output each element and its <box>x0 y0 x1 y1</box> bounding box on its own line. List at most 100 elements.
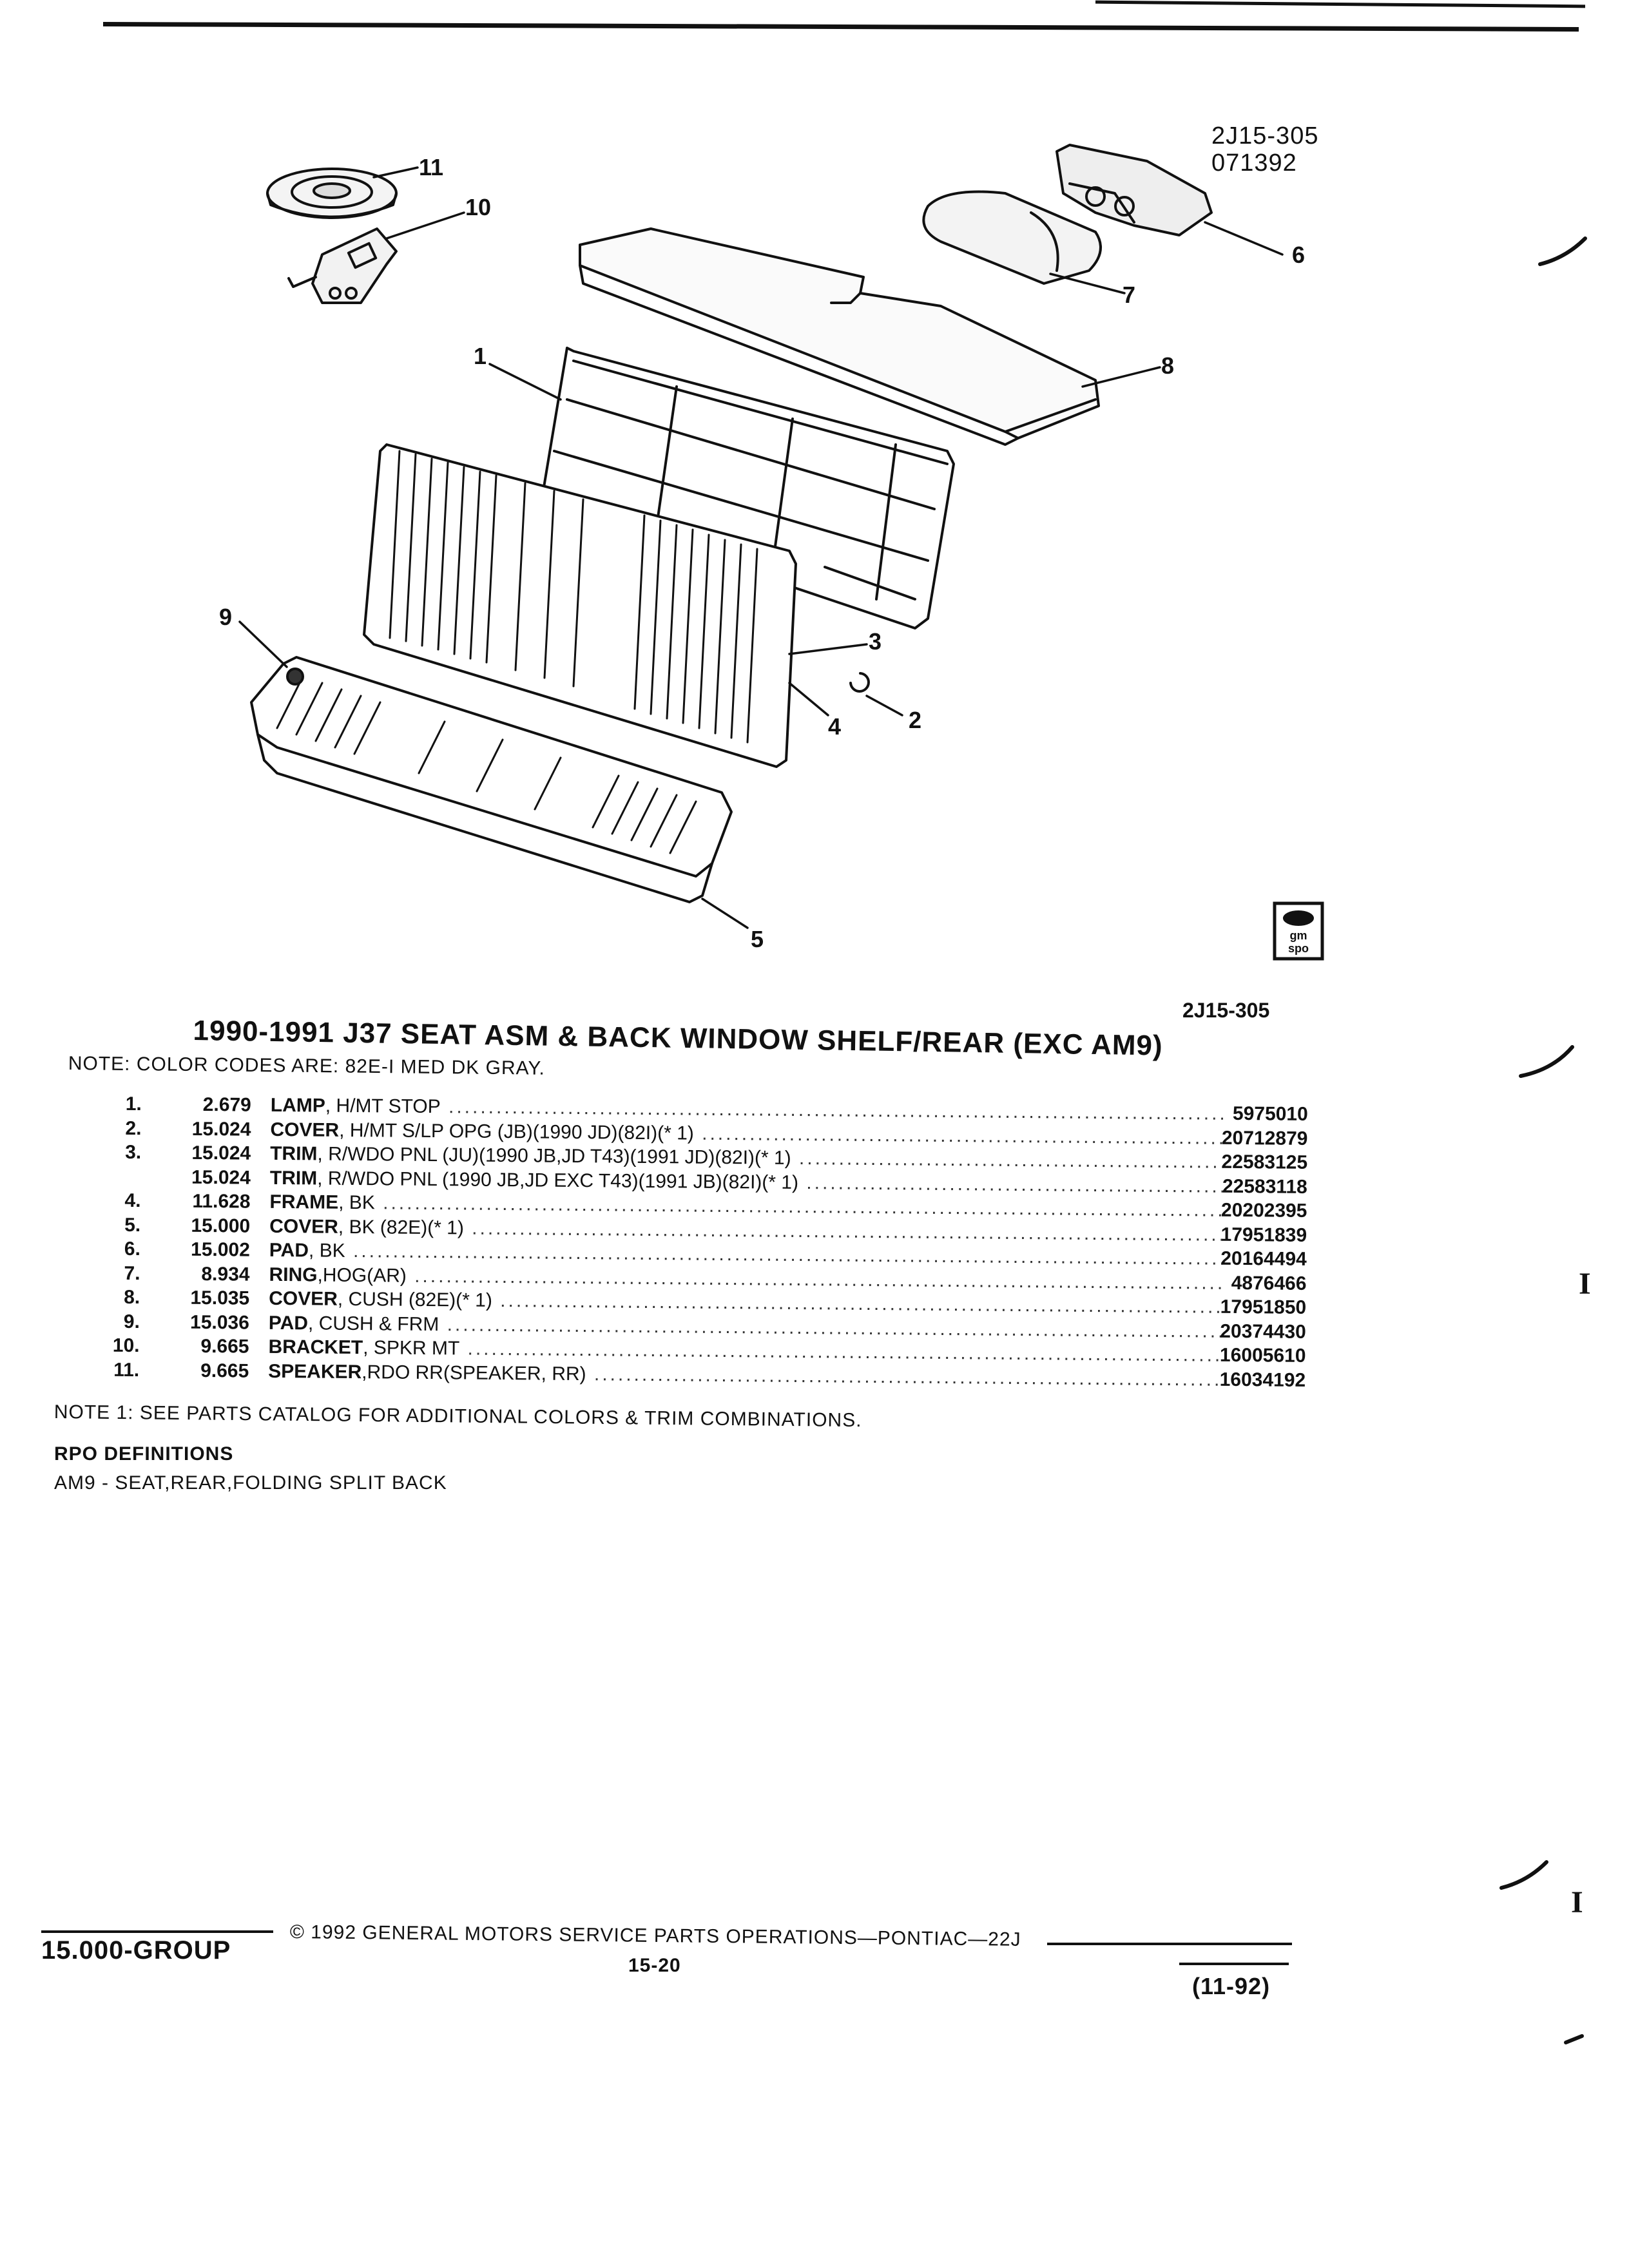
part-group-code: 15.036 <box>189 1311 250 1334</box>
part-item-number: 4. <box>124 1189 141 1212</box>
part-group-code: 11.628 <box>192 1190 251 1213</box>
rpo-item: AM9 - SEAT,REAR,FOLDING SPLIT BACK <box>54 1472 447 1494</box>
leader-dots: ........................................… <box>806 1171 1224 1198</box>
parts-list: 1. 2.679 LAMP, H/MT STOP .................… <box>55 1091 1334 1392</box>
part-detail: , H/MT S/LP OPG (JB)(1990 JD)(82I)(* 1) <box>339 1119 695 1144</box>
leader-dots: ........................................… <box>798 1148 1224 1175</box>
callout-3: 3 <box>869 628 882 655</box>
part-detail: , SPKR MT <box>363 1337 460 1360</box>
gm-spo-logo: gm spo <box>1273 901 1324 961</box>
part-group-code: 15.024 <box>191 1118 251 1140</box>
part-detail: , BK <box>308 1240 345 1262</box>
footer-copyright: © 1992 GENERAL MOTORS SERVICE PARTS OPER… <box>289 1921 1021 1950</box>
rpo-heading: RPO DEFINITIONS <box>54 1443 234 1465</box>
part-detail: , H/MT STOP <box>325 1095 441 1118</box>
part-number: 20374430 <box>1220 1320 1306 1343</box>
callout-5: 5 <box>751 926 764 952</box>
note-1: NOTE 1: SEE PARTS CATALOG FOR ADDITIONAL… <box>53 1401 862 1432</box>
svg-text:gm: gm <box>1290 929 1307 942</box>
callout-11: 11 <box>419 154 443 180</box>
seat-exploded-diagram: 11 10 6 7 8 1 3 4 2 9 5 gm spo <box>219 144 1324 961</box>
part-item-number: 3. <box>125 1141 142 1164</box>
speaker-part <box>266 168 398 219</box>
leader-dots: ........................................… <box>593 1363 1222 1392</box>
callout-4: 4 <box>828 713 841 740</box>
part-name: RING <box>269 1264 318 1286</box>
part-item-number: 7. <box>124 1262 140 1284</box>
callout-9: 9 <box>219 604 232 630</box>
part-item-number: 5. <box>124 1214 141 1236</box>
part-detail: , CUSH (82E)(* 1) <box>337 1288 493 1311</box>
seat-back-part <box>363 443 797 768</box>
svg-text:spo: spo <box>1288 942 1309 955</box>
part-number: 20712879 <box>1221 1127 1308 1149</box>
part-group-code: 15.024 <box>191 1142 251 1164</box>
callout-7: 7 <box>1123 282 1135 308</box>
part-group-code: 2.679 <box>202 1093 251 1116</box>
part-number: 16034192 <box>1219 1369 1306 1391</box>
part-number: 16005610 <box>1219 1344 1306 1367</box>
part-detail: , CUSH & FRM <box>307 1312 439 1335</box>
part-name: SPEAKER <box>268 1360 362 1383</box>
footer-date: (11-92) <box>1192 1973 1271 1999</box>
part-group-code: 9.665 <box>200 1335 249 1358</box>
part-item-number: 11. <box>113 1359 140 1381</box>
part-name: TRIM <box>269 1167 318 1189</box>
part-number: 5975010 <box>1232 1102 1308 1125</box>
part-number: 22583118 <box>1222 1175 1307 1198</box>
part-name: LAMP <box>270 1094 325 1117</box>
margin-mark-1: I <box>1579 1267 1591 1301</box>
part-group-code: 15.035 <box>190 1287 250 1309</box>
part-detail: , BK <box>338 1191 376 1214</box>
diagram-code: 2J15-305 <box>1211 122 1319 149</box>
part-detail: , BK (82E)(* 1) <box>338 1216 465 1239</box>
cushion-pad-part <box>922 190 1102 285</box>
part-name: PAD <box>269 1239 309 1262</box>
part-number: 17951839 <box>1220 1224 1307 1246</box>
callout-6: 6 <box>1292 242 1305 268</box>
part-number: 20202395 <box>1220 1199 1307 1222</box>
part-name: COVER <box>270 1119 340 1141</box>
color-note: NOTE: COLOR CODES ARE: 82E-I MED DK GRAY… <box>68 1053 546 1079</box>
footer-rule-date <box>1179 1963 1289 1965</box>
part-detail: ,RDO RR(SPEAKER, RR) <box>361 1361 586 1385</box>
callout-8: 8 <box>1161 352 1174 379</box>
margin-mark-2: I <box>1571 1885 1583 1919</box>
part-item-number: 1. <box>125 1093 142 1115</box>
part-group-code: 15.024 <box>191 1166 251 1189</box>
part-item-number: 10. <box>112 1334 140 1357</box>
part-name: FRAME <box>269 1191 339 1213</box>
footer-rule-right <box>1047 1943 1292 1945</box>
callout-1: 1 <box>474 343 487 369</box>
hog-ring-part <box>849 672 870 693</box>
part-name: BRACKET <box>268 1336 363 1359</box>
part-item-number: 2. <box>125 1117 142 1139</box>
part-number: 22583125 <box>1221 1151 1308 1173</box>
part-number: 20164494 <box>1220 1247 1307 1270</box>
part-detail: , R/WDO PNL (JU)(1990 JB,JD T43)(1991 JD… <box>317 1143 791 1169</box>
footer-page: 15-20 <box>628 1955 681 1976</box>
part-item-number: 9. <box>123 1311 140 1332</box>
part-name: COVER <box>269 1287 338 1310</box>
part-item-number: 6. <box>124 1238 141 1260</box>
part-name: COVER <box>269 1215 339 1238</box>
callout-2: 2 <box>909 707 921 733</box>
part-item-number: 8. <box>124 1286 140 1309</box>
window-shelf-part <box>579 227 1100 446</box>
part-name: PAD <box>268 1312 309 1334</box>
footer-rule-left <box>41 1930 273 1933</box>
seat-cushion-part <box>250 656 733 903</box>
part-group-code: 15.000 <box>191 1215 251 1237</box>
date-code: 071392 <box>1211 149 1297 177</box>
part-group-code: 15.002 <box>190 1238 251 1261</box>
part-number: 4876466 <box>1231 1272 1307 1294</box>
speaker-bracket-part <box>287 227 398 304</box>
footer-group: 15.000-GROUP <box>41 1936 231 1965</box>
part-detail: , R/WDO PNL (1990 JB,JD EXC T43)(1991 JB… <box>317 1168 799 1193</box>
part-group-code: 9.665 <box>200 1360 249 1382</box>
diagram-ref-code: 2J15-305 <box>1182 999 1270 1022</box>
part-number: 17951850 <box>1220 1296 1307 1318</box>
part-group-code: 8.934 <box>201 1263 250 1285</box>
callout-10: 10 <box>465 194 491 220</box>
margin-scan-marks <box>1499 236 1587 2044</box>
